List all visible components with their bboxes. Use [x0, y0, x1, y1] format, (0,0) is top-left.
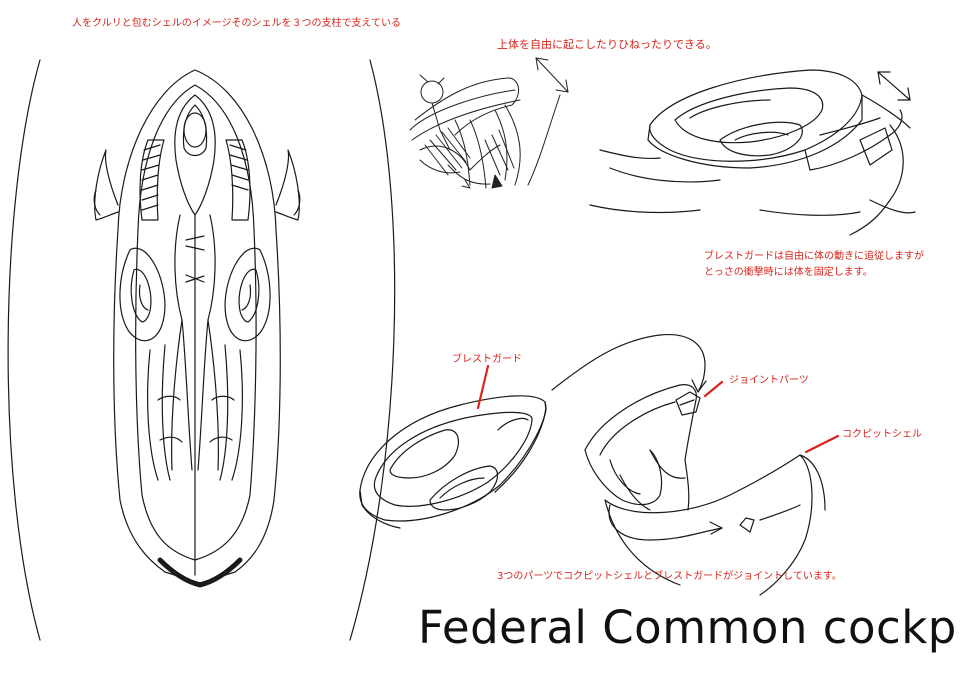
label-breast-guard: ブレストガード [452, 354, 522, 365]
joint-parts-leader [703, 380, 724, 398]
cockpit-shell-leader [804, 434, 840, 454]
note-joint-caption: 3つのパーツでコクピットシェルとブレストガードがジョイントしています。 [497, 571, 842, 582]
breast-guard-leader [476, 364, 490, 410]
top-view-drawing [7, 59, 396, 641]
label-cockpit-shell: コクピットシェル [842, 429, 922, 440]
note-upper-body: 上体を自由に起こしたりひねったりできる。 [497, 38, 717, 51]
cockpit-shell-drawing [551, 333, 826, 596]
breast-guard-drawing [359, 395, 547, 529]
label-joint-parts: ジョイントパーツ [729, 375, 809, 386]
page-title: Federal Common cockpit [418, 601, 960, 654]
note-breastguard-line1: ブレストガードは自由に体の動きに追従しますが [704, 251, 924, 262]
label-leaders [476, 364, 840, 454]
note-shell-support: 人をクルリと包むシェルのイメージそのシェルを３つの支柱で支えている [72, 18, 401, 29]
perspective-cockpit-drawing [589, 69, 916, 236]
figure-pose-sketch [409, 57, 569, 189]
note-breastguard-line2: とっさの衝撃時には体を固定します。 [704, 267, 873, 278]
